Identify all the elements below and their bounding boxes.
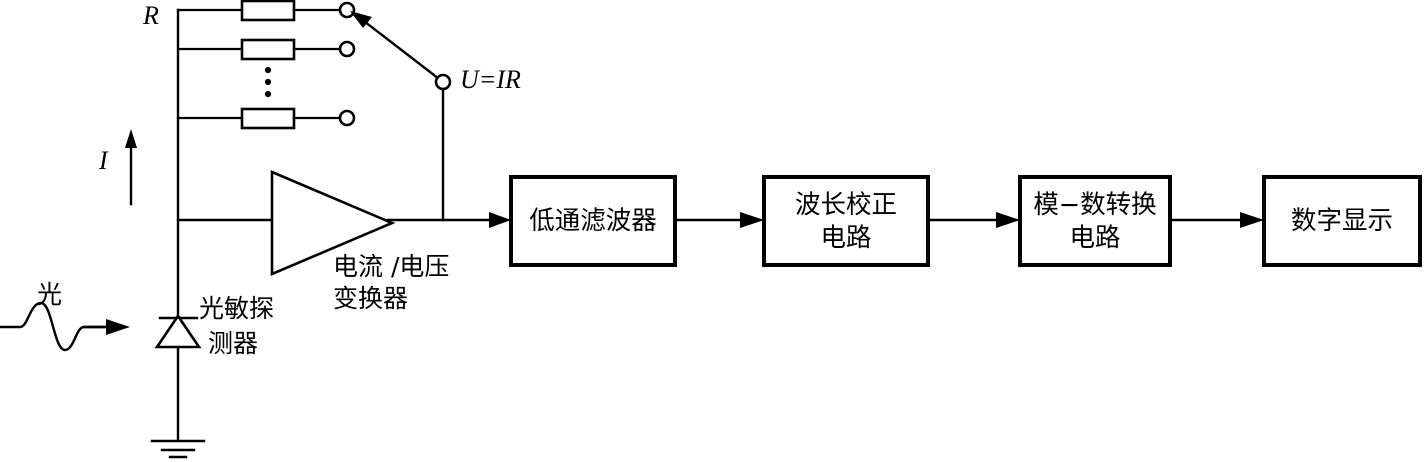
resistor-2-body — [240, 38, 296, 61]
block-digital-display[interactable] — [1262, 175, 1422, 267]
amplifier-to-filter-arrowhead — [489, 212, 511, 228]
voltage-equation-label: U=IR — [460, 65, 521, 94]
block-low-pass-filter-label-line-1: 低通滤波器 — [529, 206, 657, 236]
converter-label-line-2: 变换器 — [333, 284, 408, 313]
arrowhead-adc-to-display — [1240, 212, 1264, 228]
photodiode-triangle — [154, 313, 202, 349]
ellipsis-dot-1 — [264, 66, 272, 74]
resistor-1-body — [240, 0, 296, 22]
block-wavelength-correction[interactable] — [762, 175, 930, 267]
detector-label-line-2: 测器 — [208, 329, 258, 358]
switch-contact-terminal-2[interactable] — [338, 40, 356, 58]
resistance-label: R — [142, 1, 159, 30]
resistor-n-body — [240, 107, 296, 130]
current-direction-arrowhead — [125, 129, 137, 148]
current-label: I — [98, 146, 109, 175]
light-label: 光 — [37, 280, 62, 309]
ellipsis-dot-2 — [264, 78, 272, 86]
switch-contact-terminal-1[interactable] — [338, 1, 356, 19]
block-wavelength-correction-label-line-1: 波长校正 — [795, 190, 897, 220]
block-digital-display-label-line-1: 数字显示 — [1291, 206, 1393, 236]
light-wave-symbol — [0, 301, 106, 352]
ellipsis-dot-3 — [264, 90, 272, 98]
block-ad-converter[interactable] — [1018, 175, 1172, 267]
arrowhead-correction-to-adc — [996, 212, 1020, 228]
amplifier-triangle — [270, 170, 396, 276]
selector-switch-arrowhead — [350, 11, 372, 28]
converter-label-line-1: 电流 /电压 — [333, 252, 449, 281]
switch-contact-terminal-n[interactable] — [338, 109, 356, 127]
selector-switch-blade[interactable] — [358, 16, 445, 84]
arrowhead-filter-to-correction — [740, 212, 764, 228]
light-arrowhead — [106, 319, 130, 335]
switch-pivot-terminal[interactable] — [434, 73, 452, 91]
detector-label-line-1: 光敏探 — [199, 294, 274, 323]
block-ad-converter-label-line-1: 模−数转换 — [1033, 190, 1156, 220]
block-ad-converter-label-line-2: 电路 — [1069, 223, 1120, 253]
block-wavelength-correction-label-line-2: 电路 — [820, 223, 871, 253]
